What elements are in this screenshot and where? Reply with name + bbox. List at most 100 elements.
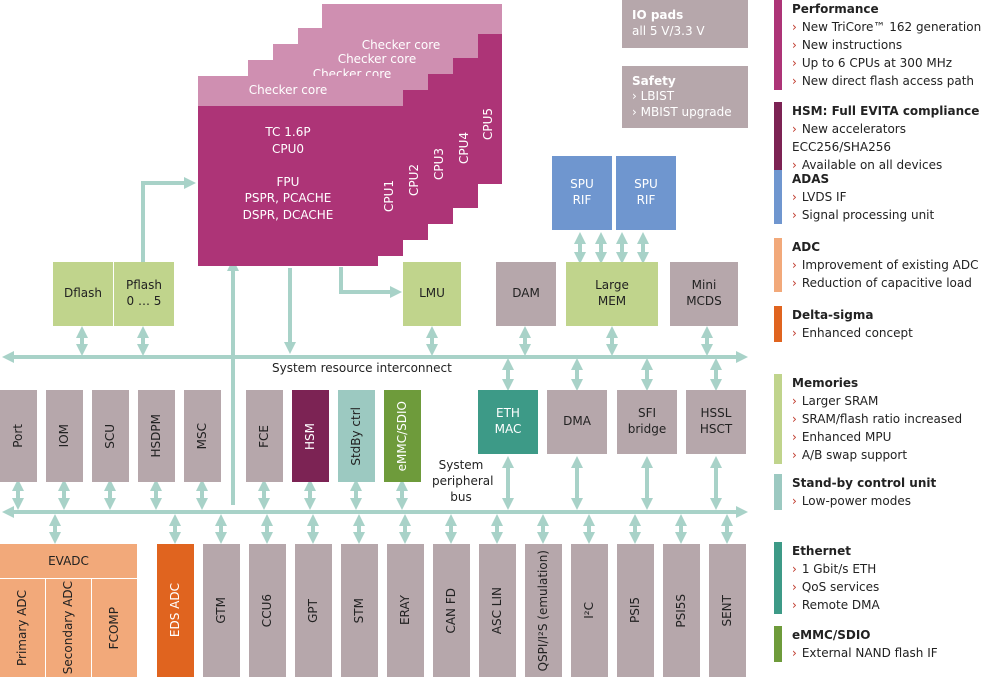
mini-mcds-box: Mini MCDS: [670, 262, 738, 326]
emmc-sdio-label: eMMC/SDIO: [394, 400, 409, 472]
cpu0-details: TC 1.6P CPU0 FPU PSPR, PCACHE DSPR, DCAC…: [243, 124, 334, 224]
qspi-box: QSPI/I²S (emulation): [525, 544, 562, 677]
emmc-sdio-box: eMMC/SDIO: [384, 390, 421, 482]
stdby-ctrl-label: StdBy ctrl: [348, 406, 363, 466]
safety-item-2-text: MBIST upgrade: [640, 104, 732, 119]
evadc-box: EVADC Primary ADC Secondary ADC FCOMP: [0, 544, 137, 677]
legend-color-bar: [774, 238, 782, 292]
legend-content: MemoriesLarger SRAMSRAM/flash ratio incr…: [792, 374, 1000, 464]
legend-group: ADCImprovement of existing ADCReduction …: [774, 238, 1000, 292]
gpt-label: GPT: [305, 598, 320, 623]
legend-title: Performance: [792, 2, 879, 16]
safety-item-1: › LBIST: [632, 89, 675, 104]
evadc-subs: Primary ADC Secondary ADC FCOMP: [0, 579, 137, 677]
cpu0-checker-header: Checker core: [198, 76, 378, 106]
checker-core-label-5: Checker core: [361, 38, 441, 52]
msc-box: MSC: [184, 390, 221, 482]
legend-item: Reduction of capacitive load: [792, 274, 1000, 292]
cpu2-label: CPU2: [407, 163, 422, 197]
evadc-title: EVADC: [0, 544, 137, 579]
i2c-box: I²C: [571, 544, 608, 677]
legend-item: New instructions: [792, 36, 1000, 54]
ccu6-box: CCU6: [249, 544, 286, 677]
legend-item: A/B swap support: [792, 446, 1000, 464]
port-box: Port: [0, 390, 37, 482]
legend-group: Ethernet1 Gbit/s ETHQoS servicesRemote D…: [774, 542, 1000, 614]
legend-group: MemoriesLarger SRAMSRAM/flash ratio incr…: [774, 374, 1000, 464]
psi5s-box: PSI5S: [663, 544, 700, 677]
asc-lin-box: ASC LIN: [479, 544, 516, 677]
sri-label: System resource interconnect: [272, 361, 452, 375]
eds-adc-box: EDS ADC: [157, 544, 194, 677]
cpu0-block: Checker core TC 1.6P CPU0 FPU PSPR, PCAC…: [198, 76, 378, 266]
legend-item: Low-power modes: [792, 492, 1000, 510]
legend-title: ADAS: [792, 172, 830, 186]
cpu0-line-5: PSPR, PCACHE: [244, 191, 332, 206]
legend-color-bar: [774, 0, 782, 90]
hsdpm-label: HSDPM: [148, 414, 163, 458]
legend-group: eMMC/SDIOExternal NAND flash IF: [774, 626, 1000, 662]
io-pads-box: IO pads all 5 V/3.3 V: [622, 0, 748, 48]
legend-title: eMMC/SDIO: [792, 628, 871, 642]
feature-legend: PerformanceNew TriCore™ 162 generationNe…: [774, 0, 1000, 677]
legend-color-bar: [774, 542, 782, 614]
fce-box: FCE: [246, 390, 283, 482]
cpu-lmu-link: [339, 267, 402, 298]
cpu0-line-3: [243, 158, 334, 174]
legend-item: New direct flash access path: [792, 72, 1000, 90]
gtm-label: GTM: [213, 597, 228, 624]
legend-title: Delta-sigma: [792, 308, 874, 322]
lmu-box: LMU: [403, 262, 461, 326]
spu-rif-2: SPU RIF: [616, 156, 676, 230]
scu-label: SCU: [102, 423, 117, 449]
legend-content: PerformanceNew TriCore™ 162 generationNe…: [792, 0, 1000, 90]
hsm-box: HSM: [292, 390, 329, 482]
legend-content: Delta-sigmaEnhanced concept: [792, 306, 1000, 342]
pflash-cpu-link: [141, 177, 196, 262]
legend-title: HSM: Full EVITA compliance: [792, 104, 980, 118]
port-label: Port: [10, 424, 25, 448]
legend-item: LVDS IF: [792, 188, 1000, 206]
cpu0-line-2: CPU0: [271, 141, 305, 156]
pflash-box: Pflash 0 … 5: [114, 262, 174, 326]
legend-item: Remote DMA: [792, 596, 1000, 614]
cpu5-label: CPU5: [481, 107, 496, 141]
io-pads-text: all 5 V/3.3 V: [632, 24, 705, 38]
stm-box: STM: [341, 544, 378, 677]
cpu1-label: CPU1: [382, 179, 397, 213]
can-fd-box: CAN FD: [433, 544, 470, 677]
psi5s-label: PSI5S: [673, 593, 688, 628]
legend-item: Larger SRAM: [792, 392, 1000, 410]
psi5-box: PSI5: [617, 544, 654, 677]
stm-label: STM: [351, 597, 366, 624]
legend-color-bar: [774, 374, 782, 464]
checker-core-label-4: Checker core: [337, 52, 417, 66]
safety-title: Safety: [632, 73, 676, 88]
cpu3-label: CPU3: [432, 147, 447, 181]
legend-title: Ethernet: [792, 544, 851, 558]
stdby-ctrl-box: StdBy ctrl: [338, 390, 375, 482]
fcomp-cell: FCOMP: [92, 579, 137, 677]
psi5-label: PSI5: [627, 597, 642, 624]
legend-content: eMMC/SDIOExternal NAND flash IF: [792, 626, 1000, 662]
legend-group: HSM: Full EVITA complianceNew accelerato…: [774, 102, 1000, 174]
sfi-bridge-box: SFI bridge: [617, 390, 677, 454]
legend-title: ADC: [792, 240, 821, 254]
legend-content: Ethernet1 Gbit/s ETHQoS servicesRemote D…: [792, 542, 1000, 614]
sent-box: SENT: [709, 544, 746, 677]
legend-group: PerformanceNew TriCore™ 162 generationNe…: [774, 0, 1000, 90]
safety-item-2: › MBIST upgrade: [632, 104, 732, 119]
can-fd-label: CAN FD: [443, 587, 458, 634]
legend-group: Delta-sigmaEnhanced concept: [774, 306, 1000, 342]
safety-item-1-text: LBIST: [640, 89, 675, 104]
legend-item: SRAM/flash ratio increased: [792, 410, 1000, 428]
legend-content: ADCImprovement of existing ADCReduction …: [792, 238, 1000, 292]
legend-item: Up to 6 CPUs at 300 MHz: [792, 54, 1000, 72]
hsdpm-box: HSDPM: [138, 390, 175, 482]
spu-rif-1: SPU RIF: [552, 156, 612, 230]
legend-item: Available on all devices: [792, 156, 1000, 174]
ccu6-label: CCU6: [259, 593, 274, 628]
legend-title: Stand-by control unit: [792, 476, 937, 490]
